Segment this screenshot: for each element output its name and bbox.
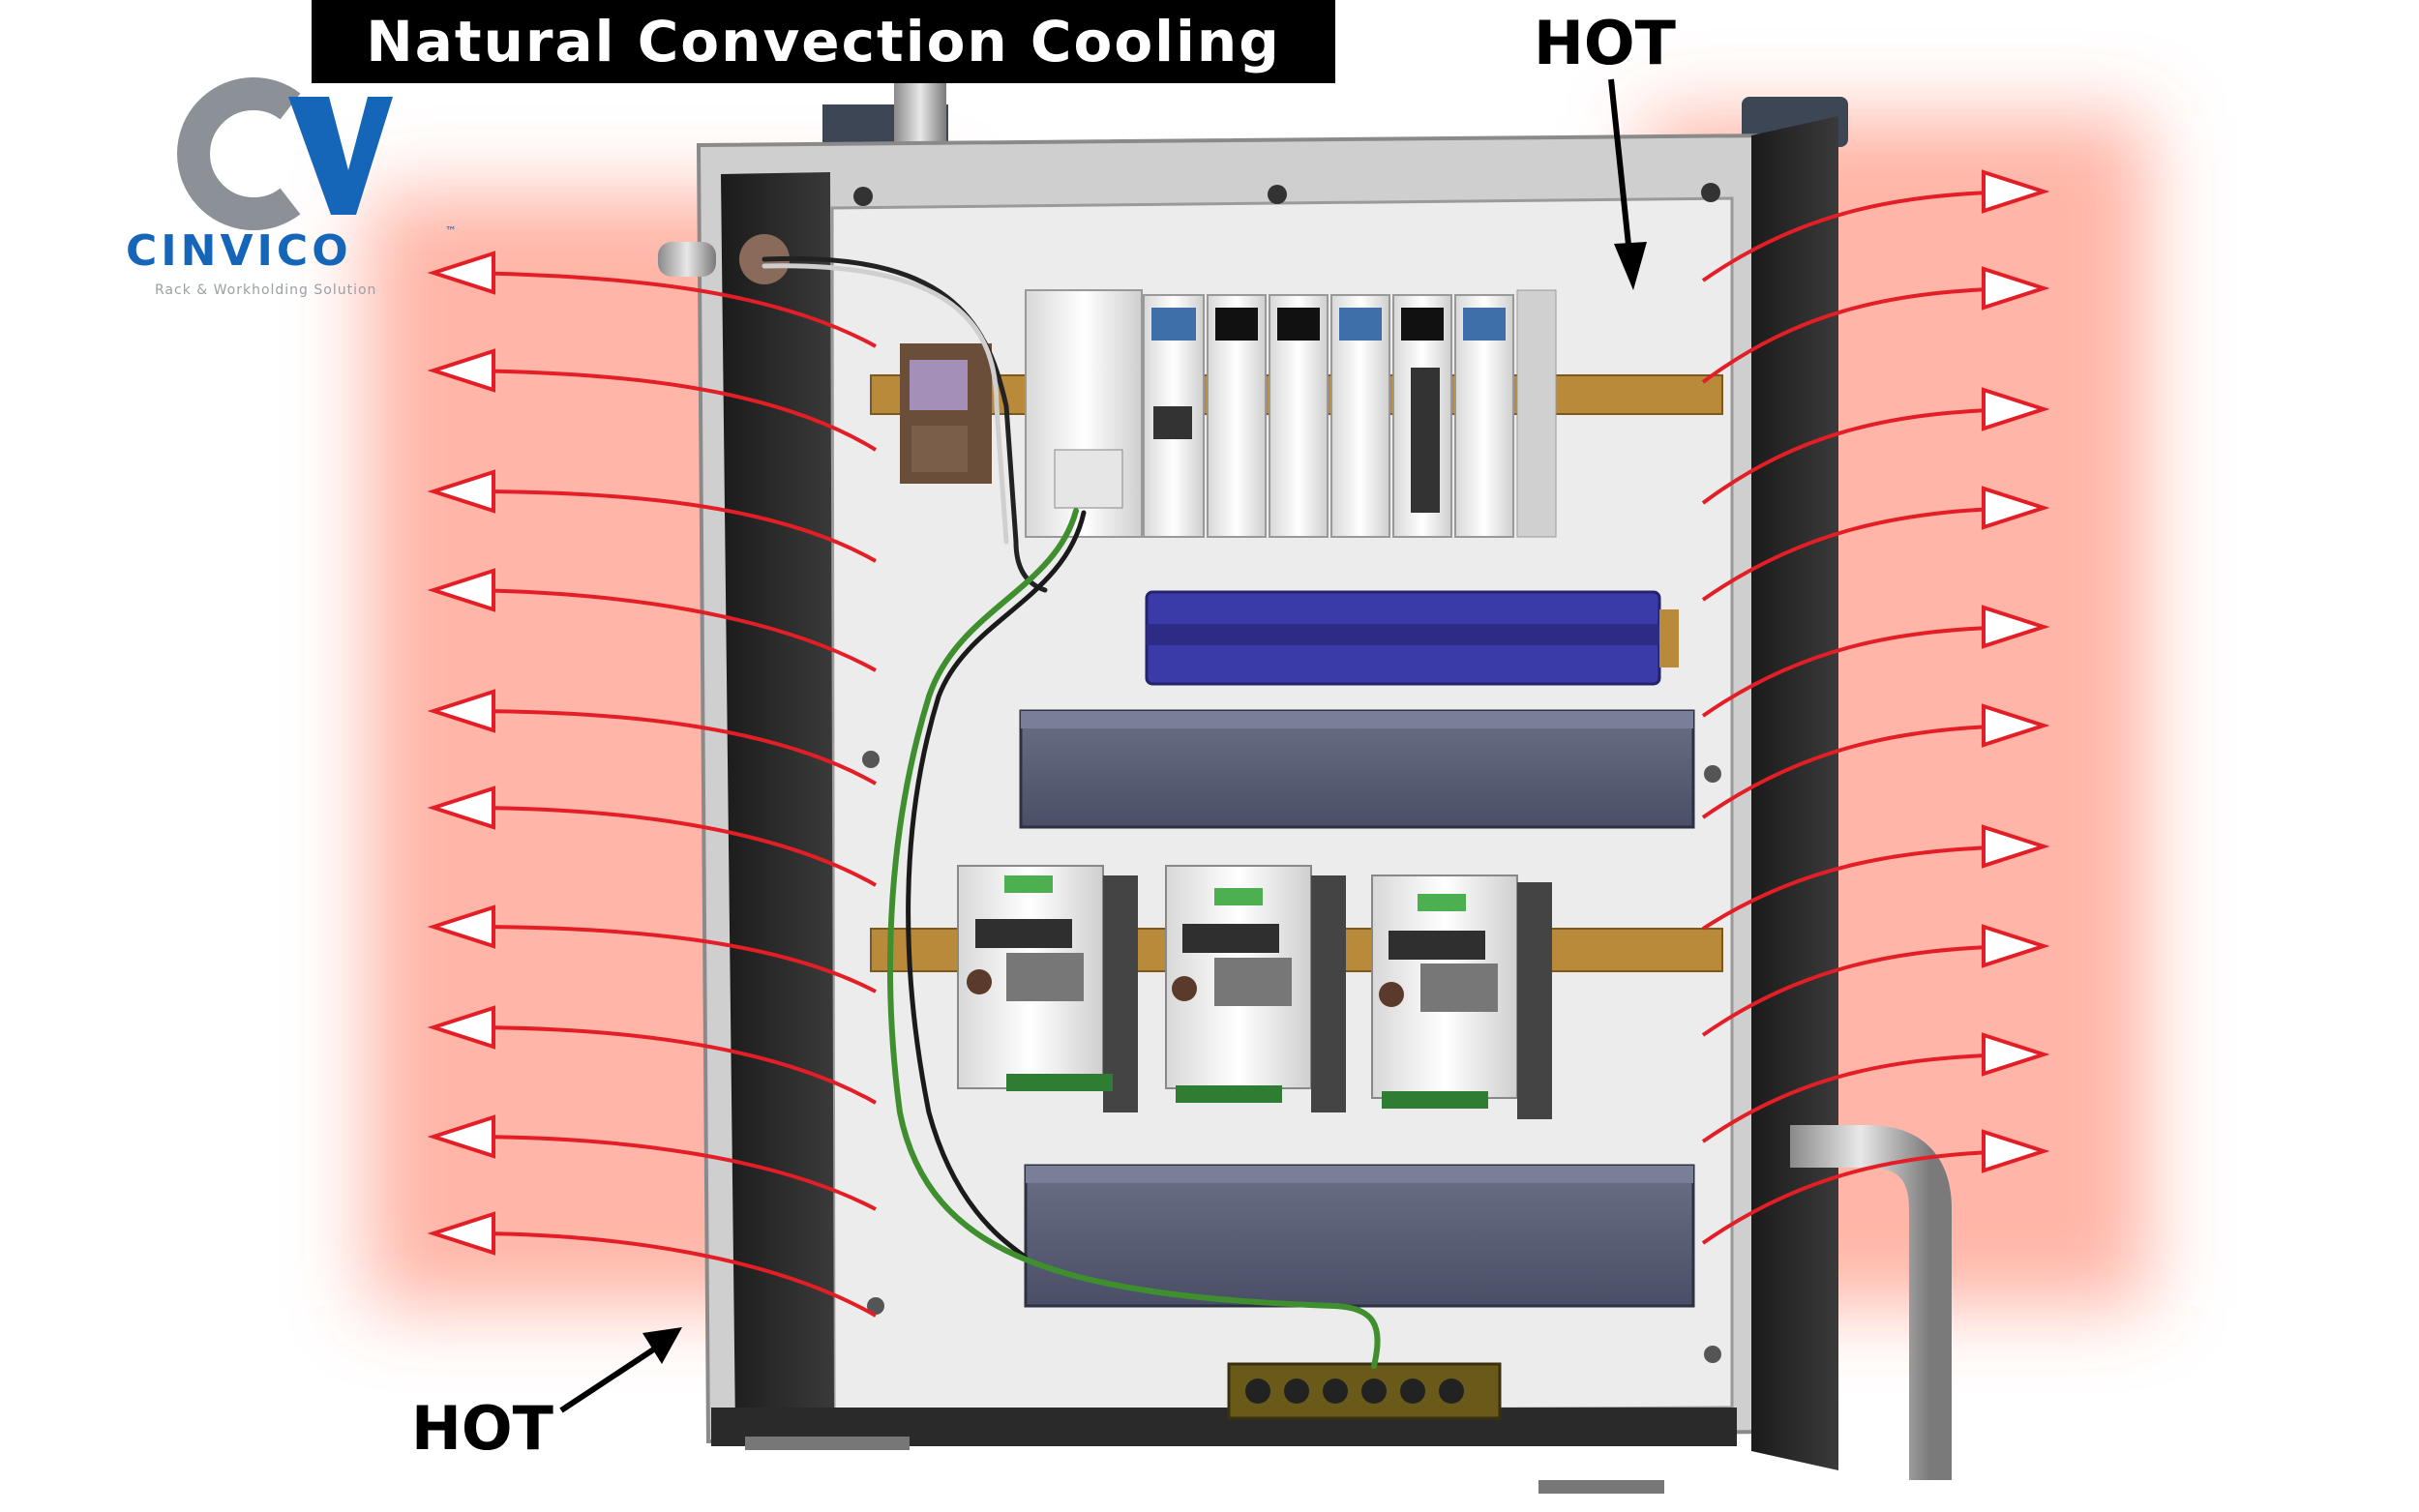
- heat-arrow-right-10: [1701, 1149, 2023, 1245]
- convection-arrows-right: [1701, 190, 2023, 1245]
- brand-name: CINVICO: [126, 226, 352, 276]
- heat-arrow-left-5: [463, 709, 877, 786]
- power-supply: [900, 343, 992, 484]
- heat-arrow-right-4: [1701, 506, 2023, 602]
- wiring: [762, 255, 1381, 1369]
- wire-duct-upper: [1019, 709, 1695, 829]
- convection-arrowheads-left: [427, 251, 495, 1256]
- hot-pointer-arrows: [559, 78, 1647, 1413]
- heat-arrow-left-2: [463, 369, 878, 452]
- heat-arrow-left-7: [463, 925, 877, 993]
- heat-arrow-right-3: [1701, 407, 2023, 505]
- heat-arrow-left-4: [463, 588, 877, 672]
- vfd-drive-1: [957, 865, 1138, 1112]
- convection-arrowheads-right: [1982, 169, 2050, 1173]
- hot-bottom-pointer: [559, 1344, 660, 1413]
- heat-arrow-right-5: [1701, 625, 2023, 718]
- diagram-title: Natural Convection Cooling: [366, 9, 1281, 74]
- heat-arrow-left-3: [463, 489, 877, 563]
- terminal-block-strip: [1145, 590, 1679, 686]
- heat-arrow-left-8: [463, 1025, 877, 1105]
- vfd-drive-3: [1371, 875, 1552, 1119]
- wire-duct-lower: [1024, 1164, 1695, 1308]
- vfd-drives: [957, 865, 1552, 1119]
- heat-arrow-right-2: [1701, 286, 2023, 384]
- cinvico-logo-mark: [177, 77, 393, 230]
- hot-top-pointer: [1608, 78, 1633, 264]
- heat-arrow-left-9: [463, 1135, 877, 1211]
- heat-arrow-left-6: [463, 806, 877, 887]
- heat-arrow-right-1: [1701, 190, 2023, 282]
- brand-tagline: Rack & Workholding Solution: [155, 282, 377, 298]
- hot-label-bottom: HOT: [411, 1393, 553, 1464]
- vfd-drive-2: [1165, 865, 1346, 1112]
- heat-arrow-right-6: [1701, 724, 2023, 819]
- heat-arrow-right-8: [1701, 944, 2023, 1037]
- heat-arrow-right-9: [1701, 1052, 2023, 1143]
- hot-label-top: HOT: [1534, 8, 1676, 78]
- ground-bus-bar: [1227, 1362, 1502, 1420]
- plc-rack: [1025, 289, 1557, 538]
- title-banner: Natural Convection Cooling: [312, 0, 1335, 83]
- heat-arrow-left-10: [463, 1231, 877, 1318]
- brand-trademark: ™: [445, 224, 457, 238]
- heat-arrow-right-7: [1701, 845, 2023, 931]
- convection-arrows-left: [463, 271, 878, 1318]
- heat-arrow-left-1: [463, 271, 877, 348]
